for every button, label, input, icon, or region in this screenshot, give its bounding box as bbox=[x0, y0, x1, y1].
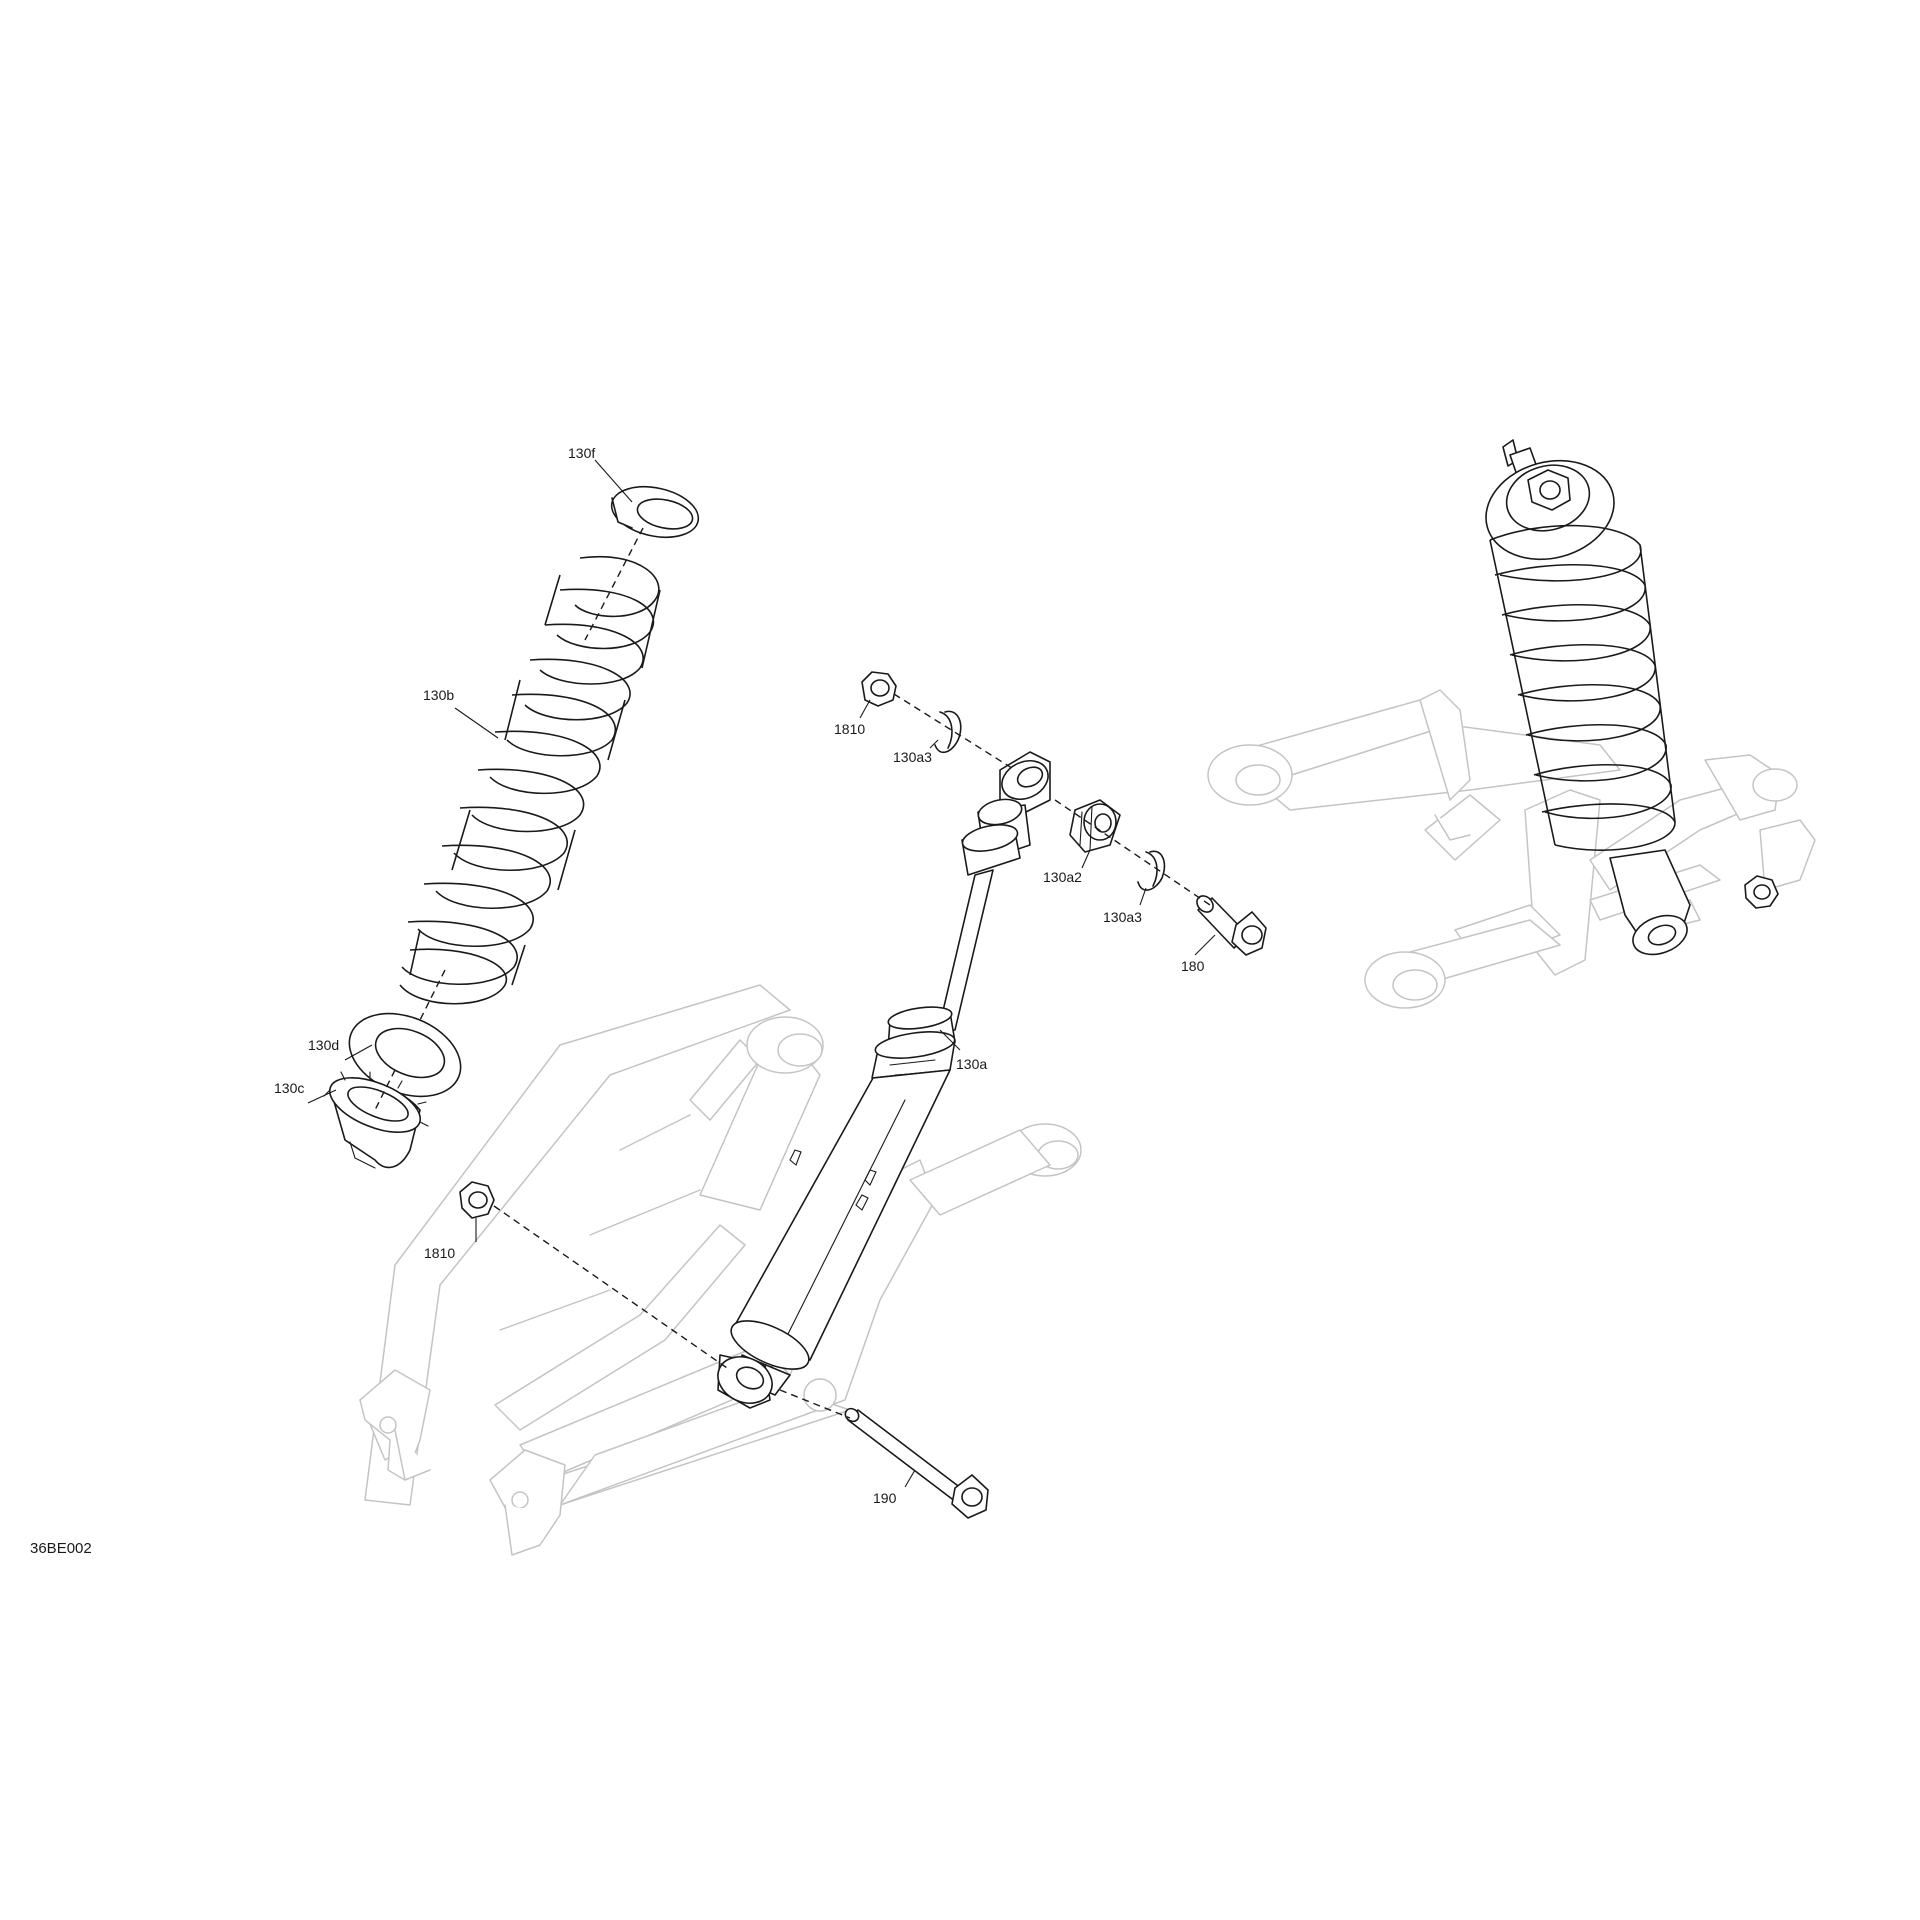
flange-nut-1810-top bbox=[861, 671, 897, 707]
circlip-130a3-right bbox=[1137, 850, 1166, 891]
flange-nut-1810-bottom bbox=[459, 1181, 495, 1219]
diagram-code: 36BE002 bbox=[30, 1540, 92, 1557]
callout-130a3-right: 130a3 bbox=[1103, 909, 1142, 925]
spring-seat-130f bbox=[610, 486, 700, 538]
bolt-180 bbox=[1196, 895, 1267, 956]
callout-130b: 130b bbox=[423, 687, 454, 703]
circlip-130a3-top bbox=[934, 710, 962, 754]
assembled-shock-right bbox=[1485, 439, 1779, 956]
assembly-lines bbox=[374, 527, 1211, 1419]
leader-lines bbox=[307, 459, 1216, 1488]
callout-130a: 130a bbox=[956, 1056, 987, 1072]
callout-1810-top: 1810 bbox=[834, 721, 865, 737]
bushing-130a2 bbox=[1069, 799, 1121, 853]
swing-arm-ghost-left bbox=[359, 984, 1082, 1556]
callout-130a3-top: 130a3 bbox=[893, 749, 932, 765]
callout-130a2: 130a2 bbox=[1043, 869, 1082, 885]
swing-arm-ghost-right bbox=[1207, 689, 1816, 1009]
callout-130c: 130c bbox=[274, 1080, 304, 1096]
callout-180: 180 bbox=[1181, 958, 1205, 974]
callout-130f: 130f bbox=[568, 445, 595, 461]
coil-spring-130b bbox=[399, 555, 661, 1005]
bolt-190 bbox=[844, 1407, 989, 1519]
callout-1810-bottom: 1810 bbox=[424, 1245, 455, 1261]
callout-labels: 130f 130b 130d 130c 1810 130a3 130a2 130… bbox=[30, 445, 1205, 1557]
callout-130d: 130d bbox=[308, 1037, 339, 1053]
callout-190: 190 bbox=[873, 1490, 897, 1506]
washer-130d bbox=[348, 1012, 462, 1098]
shock-absorber-130a bbox=[717, 751, 1051, 1409]
